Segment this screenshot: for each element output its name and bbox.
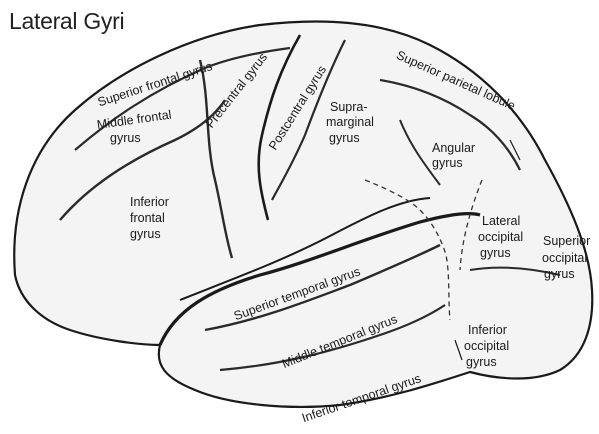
precentral-sulcus (198, 59, 234, 259)
label-superior-occipital-1: Superior (543, 234, 591, 248)
label-supramarginal-2: marginal (326, 115, 374, 129)
label-angular-2: gyrus (432, 156, 463, 170)
label-lateral-occipital-2: occipital (478, 230, 524, 244)
page-title: Lateral Gyri (9, 8, 125, 34)
label-lateral-occipital-3: gyrus (480, 246, 511, 260)
intraparietal-sulcus (379, 78, 521, 171)
label-lateral-occipital-1: Lateral (482, 214, 521, 228)
temporal-lobe-outline (158, 212, 481, 346)
label-inferior-frontal-1: Inferior (130, 195, 169, 209)
label-inferior-occipital-3: gyrus (466, 355, 497, 369)
central-sulcus (257, 34, 302, 221)
label-superior-occipital-3: gyrus (544, 267, 575, 281)
leader-inferior-occipital (454, 339, 463, 361)
superior-temporal-sulcus (204, 243, 441, 332)
postcentral-sulcus (271, 39, 346, 201)
label-middle-frontal-gyrus-2: gyrus (110, 131, 141, 145)
label-supramarginal-3: gyrus (329, 131, 360, 145)
label-inferior-frontal-3: gyrus (130, 227, 161, 241)
label-inferior-occipital-2: occipital (464, 339, 510, 353)
label-superior-occipital-2: occipital (542, 251, 588, 265)
occipital-boundary (459, 179, 483, 271)
sylvian-fissure (179, 197, 431, 301)
label-angular-1: Angular (432, 141, 476, 155)
cerebrum-outline (13, 20, 594, 408)
parieto-occipital-boundary (364, 179, 451, 321)
inferior-frontal-sulcus (59, 99, 226, 221)
label-inferior-frontal-2: frontal (130, 211, 165, 225)
leader-superior-parietal (509, 139, 521, 161)
label-supramarginal-1: Supra- (330, 100, 368, 114)
inferior-temporal-sulcus (219, 304, 446, 372)
label-inferior-occipital-1: Inferior (468, 323, 507, 337)
lateral-occipital-sulcus (469, 266, 561, 276)
superior-frontal-sulcus (74, 46, 291, 151)
angular-sulcus (399, 119, 441, 186)
